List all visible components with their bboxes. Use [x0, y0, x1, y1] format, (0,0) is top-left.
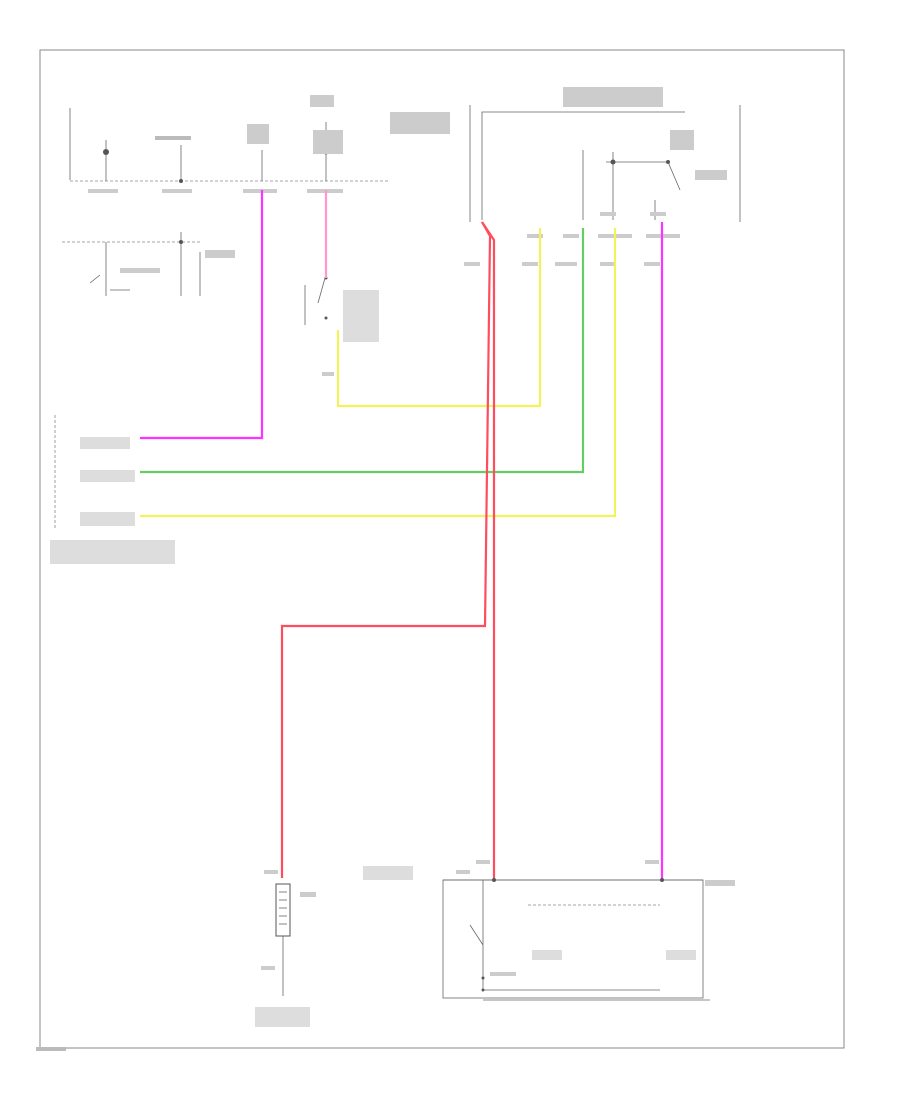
- diagram-code: [36, 1047, 66, 1051]
- left-switch-group: [62, 232, 235, 296]
- wire-pink-left: [140, 190, 264, 440]
- diagram-border: [39, 49, 845, 1049]
- fuse-block-top-right: [464, 87, 741, 266]
- fuse-block-top-left: [69, 95, 450, 193]
- wire-yellow-ecm: [140, 228, 617, 518]
- wire-yellow-clutch: [336, 228, 542, 408]
- wire-green: [140, 228, 585, 474]
- wire-red-battery: [280, 221, 492, 878]
- wire-red-starter: [481, 221, 496, 880]
- ecm-connector: [50, 415, 175, 564]
- battery: [255, 870, 316, 1027]
- starter: [363, 860, 735, 1001]
- clutch-switch: [304, 276, 379, 376]
